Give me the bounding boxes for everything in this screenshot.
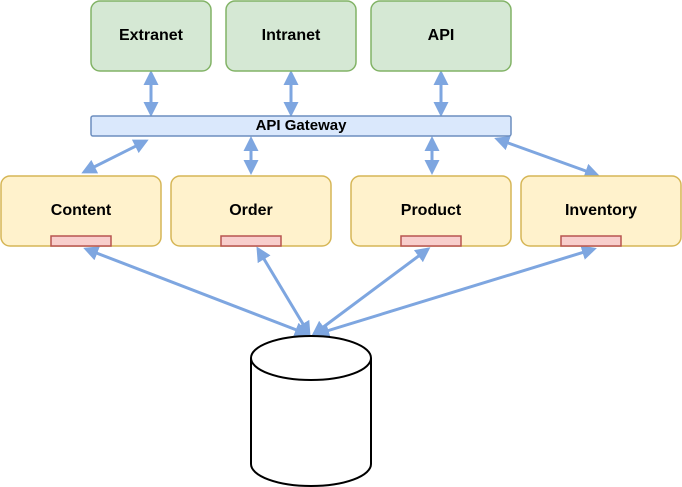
- arrow-order-database: [256, 246, 311, 337]
- service-boxes: Content Order Product Inventory: [0, 175, 682, 247]
- arrow-inventory-database: [314, 245, 597, 338]
- api-gateway[interactable]: API Gateway: [90, 115, 512, 137]
- gateway-service-arrows: [81, 136, 600, 178]
- database-body: [250, 358, 372, 487]
- service-order-connector: [220, 235, 282, 247]
- client-extranet-label: Extranet: [119, 27, 184, 44]
- service-content[interactable]: Content: [0, 175, 162, 247]
- api-gateway-label: API Gateway: [256, 117, 348, 134]
- service-content-label: Content: [51, 202, 112, 219]
- service-inventory[interactable]: Inventory: [520, 175, 682, 247]
- arrow-gateway-inventory: [494, 136, 600, 178]
- service-inventory-label: Inventory: [565, 202, 637, 219]
- database-cylinder[interactable]: [250, 335, 372, 487]
- service-product-connector: [400, 235, 462, 247]
- arrow-gateway-content: [81, 139, 149, 174]
- client-api[interactable]: API: [370, 0, 512, 72]
- client-intranet[interactable]: Intranet: [225, 0, 357, 72]
- service-order-label: Order: [229, 202, 273, 219]
- service-inventory-connector: [560, 235, 622, 247]
- service-product[interactable]: Product: [350, 175, 512, 247]
- service-content-connector: [50, 235, 112, 247]
- arrow-content-database: [83, 246, 310, 337]
- service-product-label: Product: [401, 202, 462, 219]
- arrow-product-database: [311, 247, 431, 336]
- client-api-label: API: [428, 27, 455, 44]
- database-top: [250, 335, 372, 381]
- client-extranet[interactable]: Extranet: [90, 0, 212, 72]
- client-gateway-arrows: [143, 70, 449, 117]
- service-order[interactable]: Order: [170, 175, 332, 247]
- client-boxes: Extranet Intranet API: [90, 0, 512, 72]
- service-database-arrows: [83, 245, 597, 338]
- client-intranet-label: Intranet: [262, 27, 321, 44]
